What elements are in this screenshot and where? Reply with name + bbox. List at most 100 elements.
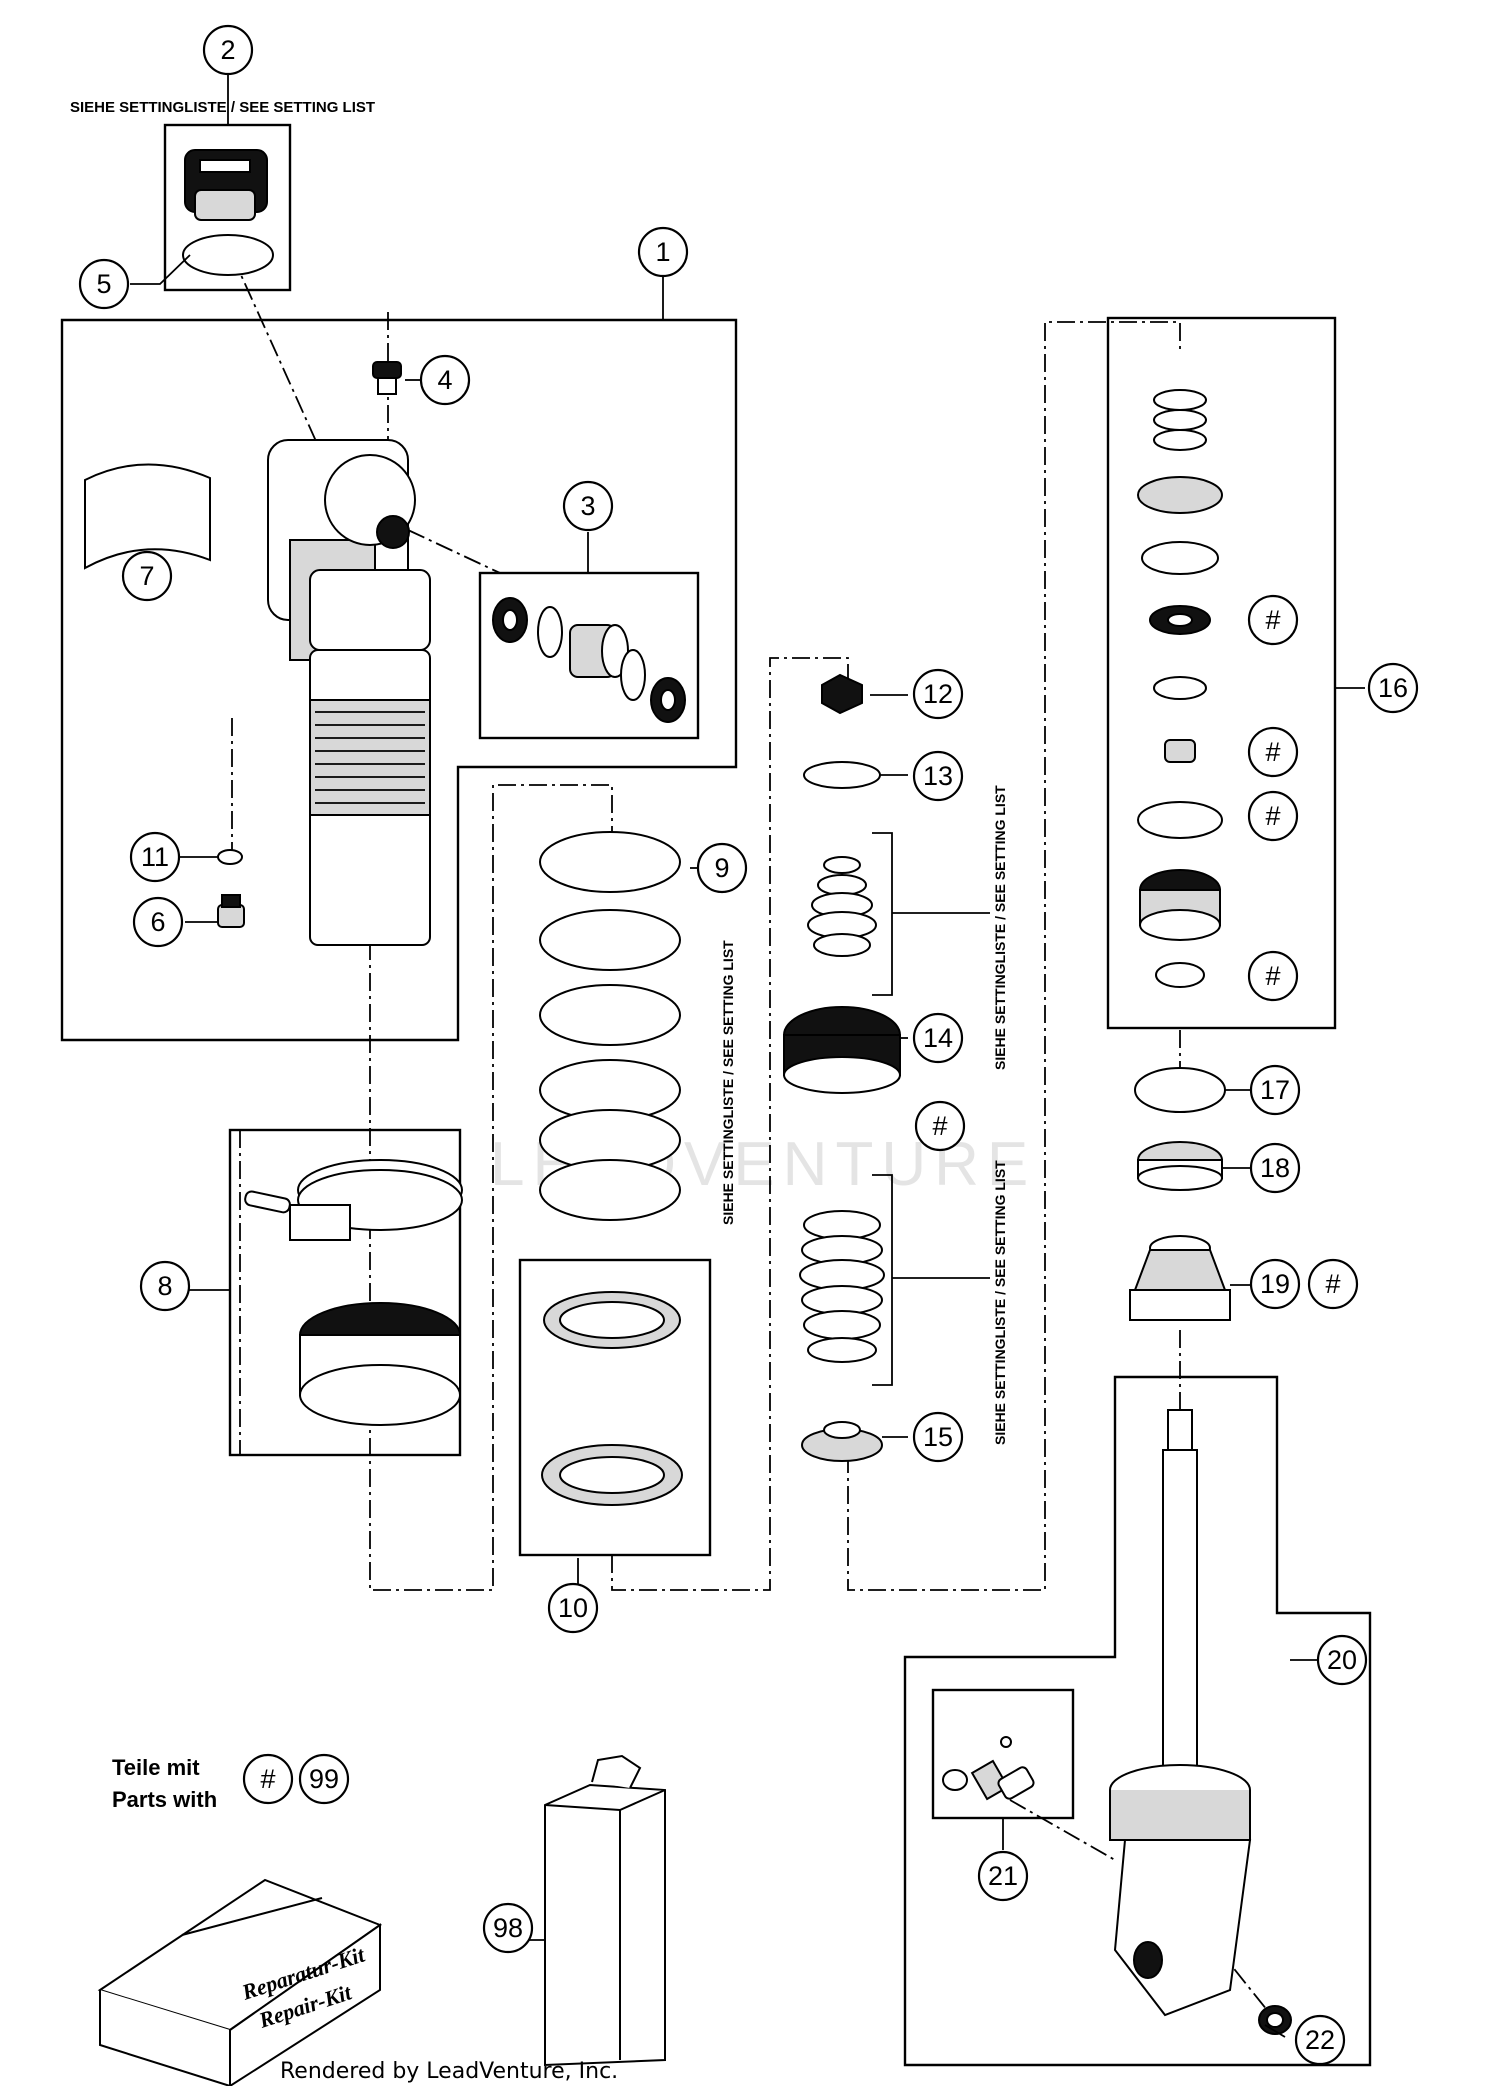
upper-shim-setting-list-note: SIEHE SETTINGLISTE / SEE SETTING LIST [992,785,1008,1070]
callout-2[interactable]: 2 [202,24,254,76]
adjuster-ring-parts [244,1159,463,1426]
callout-1[interactable]: 1 [637,226,689,278]
piston-parts-group-box [1106,316,1337,1030]
svg-text:4: 4 [437,365,452,395]
valve-part [942,1736,1035,1801]
callout-14[interactable]: 14 [912,1012,964,1064]
assembly-line [369,784,613,1591]
assembly-line [231,254,321,451]
adjuster-ring-group-box [228,1128,462,1457]
svg-text:#: # [260,1764,275,1794]
callout-hash-2[interactable]: # [1247,726,1299,778]
bump-rubber-part [1129,1235,1231,1321]
spring-seat-parts [541,1291,683,1506]
bearing-group-box [478,571,700,740]
assembly-line [847,321,1181,1591]
svg-text:21: 21 [988,1861,1018,1891]
svg-text:5: 5 [96,269,111,299]
screw-part [217,894,245,928]
svg-text:22: 22 [1305,2025,1335,2055]
svg-text:#: # [1265,801,1280,831]
svg-text:13: 13 [923,761,953,791]
svg-text:17: 17 [1260,1075,1290,1105]
svg-text:#: # [932,1111,947,1141]
leader-lines [130,72,1365,2038]
callout-hash-1[interactable]: # [1247,594,1299,646]
piston-rod-group-box [903,1375,1372,2067]
callout-7[interactable]: 7 [121,550,173,602]
callout-5[interactable]: 5 [78,258,130,310]
footer-credit: Rendered by LeadVenture, Inc. [280,2059,618,2084]
spring-seat-group-box [518,1258,712,1557]
svg-text:11: 11 [141,842,169,872]
washer-part [217,849,243,865]
svg-text:12: 12 [923,679,953,709]
bearing-parts [492,597,686,723]
callout-13[interactable]: 13 [912,750,964,802]
svg-text:7: 7 [139,561,154,591]
shock-body-group-box [60,318,738,1042]
oil-can-part [544,1754,666,2067]
callout-9[interactable]: 9 [696,842,748,894]
svg-text:98: 98 [493,1913,523,1943]
svg-text:10: 10 [558,1593,588,1623]
callout-19[interactable]: 19 [1249,1258,1301,1310]
callout-98[interactable]: 98 [482,1902,534,1954]
repair-kit-box [97,1878,383,2086]
piston-rod-part [1109,1409,1252,2017]
callout-hash-3[interactable]: # [1247,790,1299,842]
callout-6[interactable]: 6 [132,896,184,948]
screw-22-part [1258,2005,1292,2035]
sticker-part [84,463,211,570]
spring-setting-list-note: SIEHE SETTINGLISTE / SEE SETTING LIST [720,940,736,1225]
svg-text:#: # [1265,737,1280,767]
callout-19-hash[interactable]: # [1307,1258,1359,1310]
setting-list-note: SIEHE SETTINGLISTE / SEE SETTING LIST [70,99,375,116]
spring-part [539,831,681,1221]
svg-text:6: 6 [150,907,165,937]
legend-line-2: Parts with [112,1787,217,1812]
svg-text:1: 1 [655,237,670,267]
svg-text:15: 15 [923,1422,953,1452]
callout-17[interactable]: 17 [1249,1064,1301,1116]
legend-hash: # [242,1753,294,1805]
callout-18[interactable]: 18 [1249,1142,1301,1194]
callout-20[interactable]: 20 [1316,1634,1368,1686]
valve-group-box [931,1688,1075,1820]
callout-14-hash[interactable]: # [914,1100,966,1152]
callout-8[interactable]: 8 [139,1260,191,1312]
callout-21[interactable]: 21 [977,1850,1029,1902]
lower-shim-setting-list-note: SIEHE SETTINGLISTE / SEE SETTING LIST [992,1160,1008,1445]
svg-text:19: 19 [1260,1269,1290,1299]
seal-head-part [1137,1141,1223,1191]
callout-3[interactable]: 3 [562,480,614,532]
svg-text:20: 20 [1327,1645,1357,1675]
svg-text:2: 2 [220,35,235,65]
svg-text:9: 9 [714,853,729,883]
callout-10[interactable]: 10 [547,1582,599,1634]
svg-text:3: 3 [580,491,595,521]
shock-body-part [267,439,431,946]
callout-22[interactable]: 22 [1294,2014,1346,2066]
callout-16[interactable]: 16 [1367,662,1419,714]
assembly-line [611,657,849,1591]
svg-text:8: 8 [157,1271,172,1301]
adjuster-part [182,149,274,276]
svg-text:99: 99 [309,1764,339,1794]
svg-text:14: 14 [923,1023,953,1053]
callout-11[interactable]: 11 [129,831,181,883]
svg-text:#: # [1265,605,1280,635]
bleed-screw-part [372,361,402,395]
legend-line-1: Teile mit [112,1755,200,1780]
legend-99: 99 [298,1753,350,1805]
callout-12[interactable]: 12 [912,668,964,720]
svg-text:16: 16 [1378,673,1408,703]
callout-hash-4[interactable]: # [1247,950,1299,1002]
svg-text:#: # [1325,1269,1340,1299]
callout-15[interactable]: 15 [912,1411,964,1463]
callout-4[interactable]: 4 [419,354,471,406]
shim-stack-parts [783,673,901,1462]
assembly-line [1009,1799,1116,1861]
svg-text:#: # [1265,961,1280,991]
